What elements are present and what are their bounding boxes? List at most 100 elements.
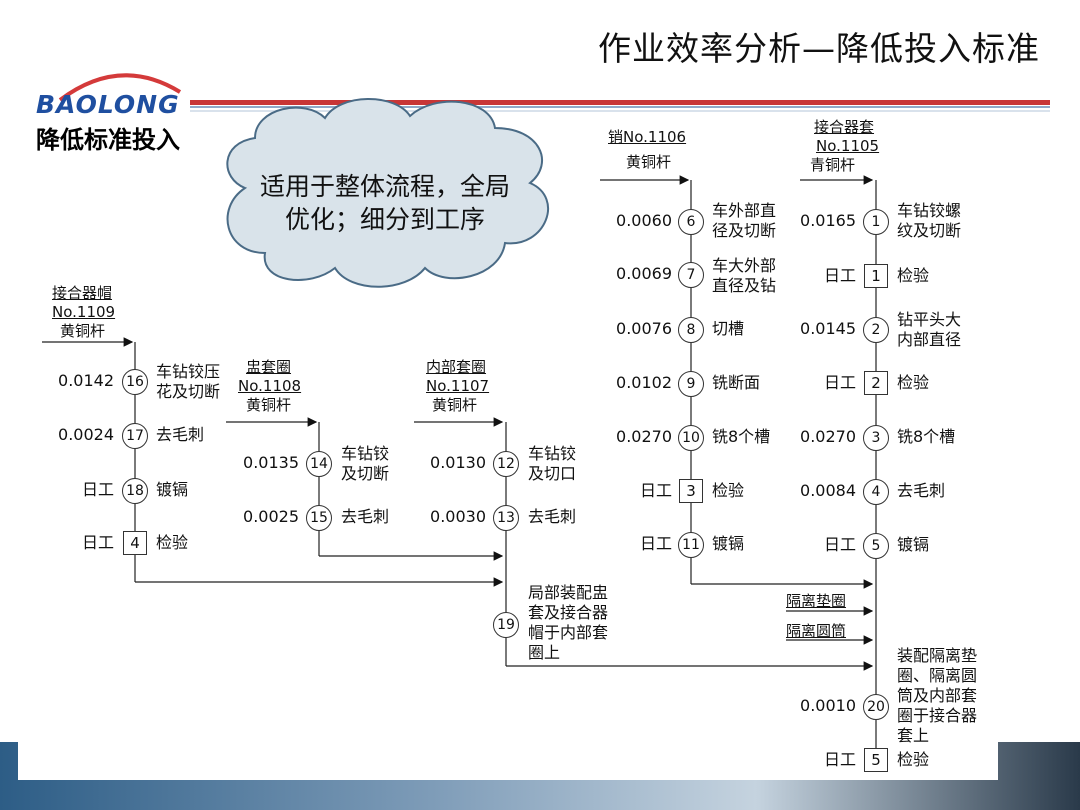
step-19-op-icon: 19 xyxy=(493,612,519,638)
part-1107-no: No.1107 xyxy=(426,377,490,395)
part-1109-name: 接合器帽 xyxy=(52,284,113,302)
part-1109-no: No.1109 xyxy=(52,303,116,321)
part-1106-material: 黄铜杆 xyxy=(626,153,672,171)
step-18-label: 镀镉 xyxy=(156,480,189,499)
part-1106-name: 销No.1106 xyxy=(608,128,687,146)
slide-title: 作业效率分析—降低投入标准 xyxy=(598,29,1040,68)
step-17-value: 0.0024 xyxy=(58,425,114,444)
inspect-2-box-icon: 2 xyxy=(864,371,888,395)
inspect-2-label: 检验 xyxy=(897,373,930,392)
step-3-op-icon: 3 xyxy=(863,425,889,451)
step-18-op-icon: 18 xyxy=(122,478,148,504)
inspect-5-box-icon: 5 xyxy=(864,748,888,772)
tube-label: 隔离圆筒 xyxy=(786,622,847,640)
step-4-value: 0.0084 xyxy=(800,481,856,500)
step-11-value: 日工 xyxy=(639,534,672,553)
step-8-label: 切槽 xyxy=(712,319,745,338)
part-1105-header: 接合器套 No.1105 青铜杆 xyxy=(808,118,879,175)
step-1-label: 车钻铰螺纹及切断 xyxy=(897,201,962,240)
inspect-4a-value: 日工 xyxy=(81,533,114,552)
part-1107-material: 黄铜杆 xyxy=(432,396,478,414)
step-17-label: 去毛刺 xyxy=(156,425,205,444)
step-13-label: 去毛刺 xyxy=(528,507,577,526)
inspect-3a-box-icon: 3 xyxy=(679,479,703,503)
step-10-op-icon: 10 xyxy=(678,425,704,451)
step-5-op-icon: 5 xyxy=(863,533,889,559)
step-6-op-icon: 6 xyxy=(678,209,704,235)
part-1109-header: 接合器帽 No.1109 黄铜杆 xyxy=(52,284,115,341)
step-14-value: 0.0135 xyxy=(243,453,299,472)
step-20-label: 装配隔离垫圈、隔离圆筒及内部套圈于接合器套上 xyxy=(897,646,978,745)
step-8-op-icon: 8 xyxy=(678,317,704,343)
inspect-3a-value: 日工 xyxy=(639,481,672,500)
step-9-value: 0.0102 xyxy=(616,373,672,392)
step-3-value: 0.0270 xyxy=(800,427,856,446)
step-14-op-icon: 14 xyxy=(306,451,332,477)
part-1105-no: No.1105 xyxy=(816,137,880,155)
cloud-line-2: 优化；细分到工序 xyxy=(284,205,485,234)
step-5-label: 镀镉 xyxy=(897,535,930,554)
step-15-value: 0.0025 xyxy=(243,507,299,526)
inspect-1-value: 日工 xyxy=(823,266,856,285)
step-9-label: 铣断面 xyxy=(712,373,761,392)
step-10-label: 铣8个槽 xyxy=(712,427,771,446)
part-1108-header: 盅套圈 No.1108 黄铜杆 xyxy=(238,358,301,415)
inspect-1-label: 检验 xyxy=(897,266,930,285)
step-7-op-icon: 7 xyxy=(678,262,704,288)
step-16-op-icon: 16 xyxy=(122,369,148,395)
step-12-op-icon: 12 xyxy=(493,451,519,477)
inspect-5-label: 检验 xyxy=(897,750,930,769)
step-12-value: 0.0130 xyxy=(430,453,486,472)
step-18-value: 日工 xyxy=(81,480,114,499)
inspect-3a-label: 检验 xyxy=(712,481,745,500)
part-1105-material: 青铜杆 xyxy=(810,156,856,174)
part-1108-material: 黄铜杆 xyxy=(246,396,292,414)
spacer-label: 隔离垫圈 xyxy=(786,592,847,610)
step-15-label: 去毛刺 xyxy=(341,507,390,526)
step-7-value: 0.0069 xyxy=(616,264,672,283)
step-16-value: 0.0142 xyxy=(58,371,114,390)
part-1109-material: 黄铜杆 xyxy=(60,322,106,340)
inspect-5-value: 日工 xyxy=(823,750,856,769)
part-1108-no: No.1108 xyxy=(238,377,302,395)
step-13-op-icon: 13 xyxy=(493,505,519,531)
step-10-value: 0.0270 xyxy=(616,427,672,446)
step-5-value: 日工 xyxy=(823,535,856,554)
step-6-value: 0.0060 xyxy=(616,211,672,230)
step-3-label: 铣8个槽 xyxy=(897,427,956,446)
part-1108-name: 盅套圈 xyxy=(246,358,292,376)
step-6-label: 车外部直径及切断 xyxy=(712,201,777,240)
step-1-value: 0.0165 xyxy=(800,211,856,230)
step-1-op-icon: 1 xyxy=(863,209,889,235)
step-4-op-icon: 4 xyxy=(863,479,889,505)
step-14-label: 车钻铰及切断 xyxy=(341,444,390,483)
inspect-4a-box-icon: 4 xyxy=(123,531,147,555)
part-1106-header: 销No.1106 黄铜杆 xyxy=(608,128,686,172)
step-19-label: 局部装配盅套及接合器帽于内部套圈上 xyxy=(528,583,609,662)
step-8-value: 0.0076 xyxy=(616,319,672,338)
step-20-op-icon: 20 xyxy=(863,694,889,720)
inspect-2-value: 日工 xyxy=(823,373,856,392)
inspect-1-box-icon: 1 xyxy=(864,264,888,288)
step-17-op-icon: 17 xyxy=(122,423,148,449)
cloud-shape xyxy=(226,98,549,288)
cloud-line-1: 适用于整体流程，全局 xyxy=(259,172,510,201)
step-20-value: 0.0010 xyxy=(800,696,856,715)
step-16-label: 车钻铰压花及切断 xyxy=(156,362,221,401)
step-9-op-icon: 9 xyxy=(678,371,704,397)
step-11-label: 镀镉 xyxy=(712,534,745,553)
step-7-label: 车大外部直径及钻 xyxy=(712,256,777,295)
step-13-value: 0.0030 xyxy=(430,507,486,526)
part-1107-name: 内部套圈 xyxy=(426,358,487,376)
section-subtitle: 降低标准投入 xyxy=(36,126,180,154)
step-11-op-icon: 11 xyxy=(678,532,704,558)
step-2-label: 钻平头大内部直径 xyxy=(897,310,962,349)
cloud-note: 适用于整体流程，全局 优化；细分到工序 xyxy=(220,170,550,236)
baolong-logo: BAOLONG xyxy=(36,90,180,119)
step-2-value: 0.0145 xyxy=(800,319,856,338)
part-1105-name: 接合器套 xyxy=(814,118,875,136)
part-1107-header: 内部套圈 No.1107 黄铜杆 xyxy=(426,358,489,415)
step-2-op-icon: 2 xyxy=(863,317,889,343)
inspect-4a-label: 检验 xyxy=(156,533,189,552)
